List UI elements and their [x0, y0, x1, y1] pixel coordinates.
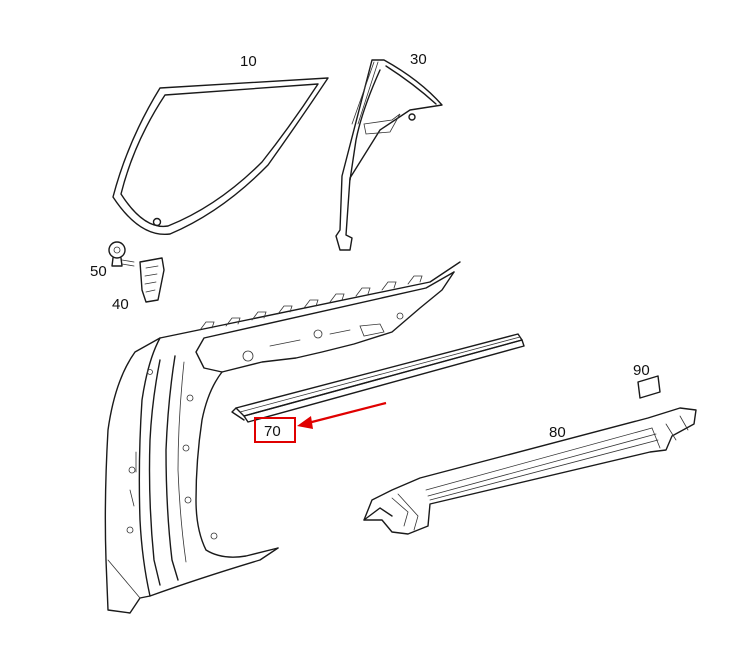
sill-trim-part-80[interactable] [363, 407, 697, 535]
door-shell [104, 261, 461, 614]
window-frame-part-30[interactable] [335, 59, 443, 251]
callout-40: 40 [112, 296, 129, 313]
callout-90: 90 [633, 362, 650, 379]
callout-70: 70 [264, 423, 281, 440]
callout-30: 30 [410, 51, 427, 68]
callout-50: 50 [90, 263, 107, 280]
callout-10: 10 [240, 53, 257, 70]
screw-part-50[interactable] [108, 241, 135, 267]
bracket-part-40[interactable] [139, 257, 165, 303]
highlight-box-70 [254, 417, 296, 443]
window-seal-part-70[interactable] [231, 333, 525, 423]
highlight-arrow [297, 401, 387, 429]
door-glass-part-10[interactable] [112, 77, 329, 236]
callout-80: 80 [549, 424, 566, 441]
clip-part-90[interactable] [637, 375, 661, 399]
